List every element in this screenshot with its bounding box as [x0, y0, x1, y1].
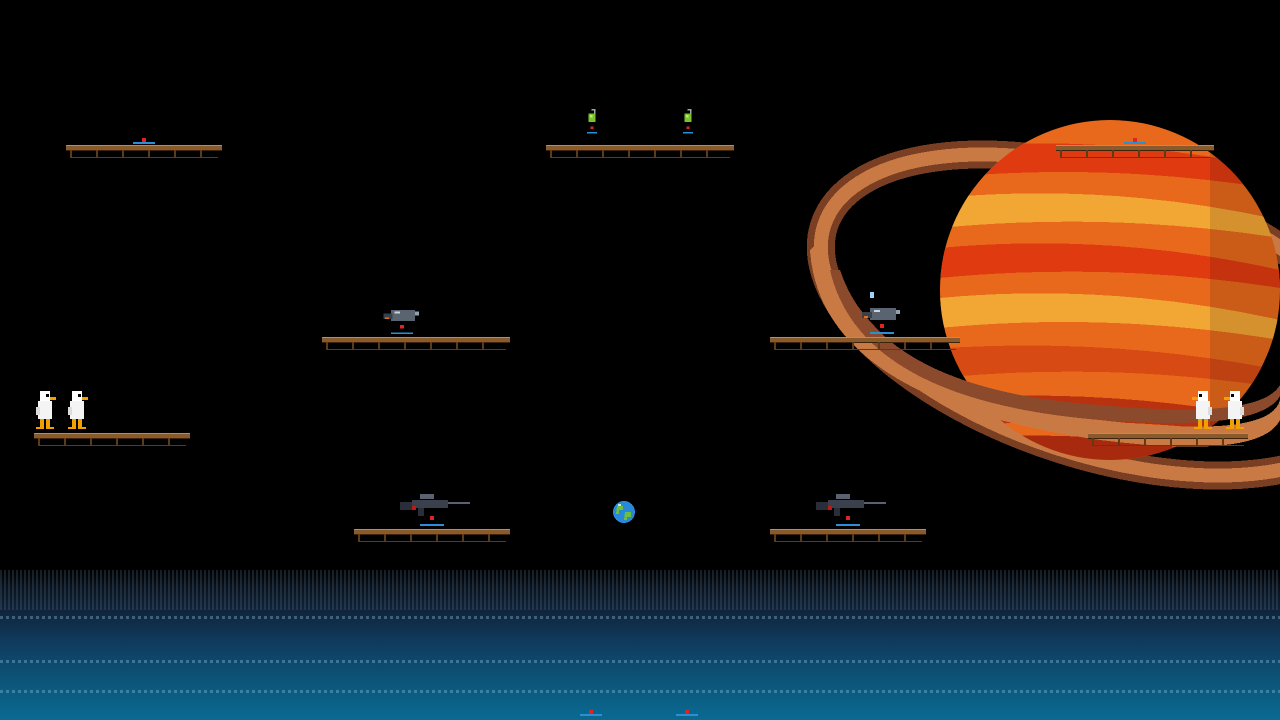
platform-top-right: [1056, 145, 1214, 158]
water-ripple: [0, 616, 1280, 619]
water-background: [0, 570, 1280, 720]
platform-low-right: [770, 529, 926, 542]
duck-player[interactable]: [1188, 389, 1216, 433]
platform-mid-right: [770, 337, 960, 350]
sniper-rifle-icon[interactable]: [816, 492, 888, 528]
spawn-pad-icon: [676, 710, 698, 716]
platform-top-center: [546, 145, 734, 158]
platform-duck-right: [1088, 433, 1248, 446]
spawn-pad-icon: [580, 710, 602, 716]
water-ripple: [0, 690, 1280, 693]
duck-player[interactable]: [1220, 389, 1248, 433]
water-dither-band: [0, 570, 1280, 610]
saturn-planet: [806, 120, 1280, 490]
duck-player[interactable]: [32, 389, 60, 433]
spawn-pad-icon: [1124, 138, 1146, 144]
duck-player[interactable]: [64, 389, 92, 433]
cannon-icon[interactable]: [862, 292, 902, 336]
cannon-icon[interactable]: [382, 308, 422, 336]
platform-top-left: [66, 145, 222, 158]
grenade-icon[interactable]: [583, 109, 601, 135]
platform-duck-left: [34, 433, 190, 446]
platform-mid-left: [322, 337, 510, 350]
water-ripple: [0, 660, 1280, 663]
platform-low-left: [354, 529, 510, 542]
globe-icon[interactable]: [612, 500, 636, 524]
spawn-pad-icon: [133, 138, 155, 144]
grenade-icon[interactable]: [679, 109, 697, 135]
sniper-rifle-icon[interactable]: [400, 492, 472, 528]
